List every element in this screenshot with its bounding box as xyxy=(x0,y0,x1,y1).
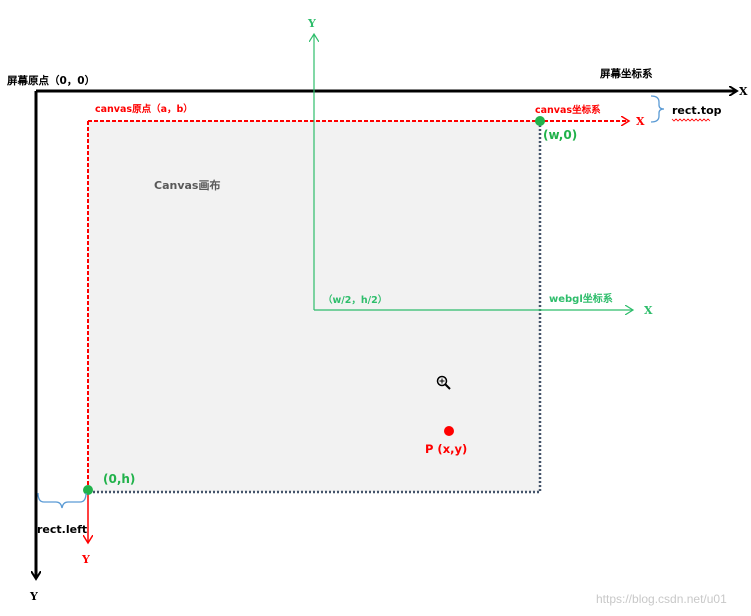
canvas-bottom-left-point xyxy=(83,485,93,495)
spellcheck-underline xyxy=(671,118,711,122)
canvas-x-axis-label: X xyxy=(636,115,645,128)
screen-system-label: 屏幕坐标系 xyxy=(599,67,653,80)
canvas-system-label: canvas坐标系 xyxy=(535,104,601,116)
zoom-in-icon[interactable] xyxy=(436,375,451,390)
rect-left-label: rect.left xyxy=(37,523,87,536)
webgl-y-axis-label: Y xyxy=(307,17,316,30)
rect-top-brace xyxy=(650,95,665,123)
watermark: https://blog.csdn.net/u01 xyxy=(596,592,727,606)
screen-origin-label: 屏幕原点（0，0） xyxy=(6,74,95,87)
point-p-label: P (x,y) xyxy=(425,442,467,456)
screen-y-axis-label: Y xyxy=(29,590,38,603)
screen-x-axis-label: X xyxy=(739,85,748,98)
canvas-top-right-coord: (w,0) xyxy=(543,128,577,142)
webgl-center-label: （w/2，h/2） xyxy=(323,294,387,306)
canvas-top-right-point xyxy=(535,116,545,126)
rect-left-brace xyxy=(37,492,87,509)
rect-top-label: rect.top xyxy=(672,104,722,117)
point-p-marker xyxy=(444,426,454,436)
canvas-origin-label: canvas原点（a，b） xyxy=(95,103,193,115)
webgl-x-axis-label: X xyxy=(644,304,653,317)
webgl-system-label: webgl坐标系 xyxy=(549,292,613,305)
canvas-border xyxy=(88,121,542,494)
canvas-area-label: Canvas画布 xyxy=(154,178,220,192)
canvas-bottom-left-coord: (0,h) xyxy=(103,472,135,486)
canvas-y-axis-label: Y xyxy=(81,553,90,566)
